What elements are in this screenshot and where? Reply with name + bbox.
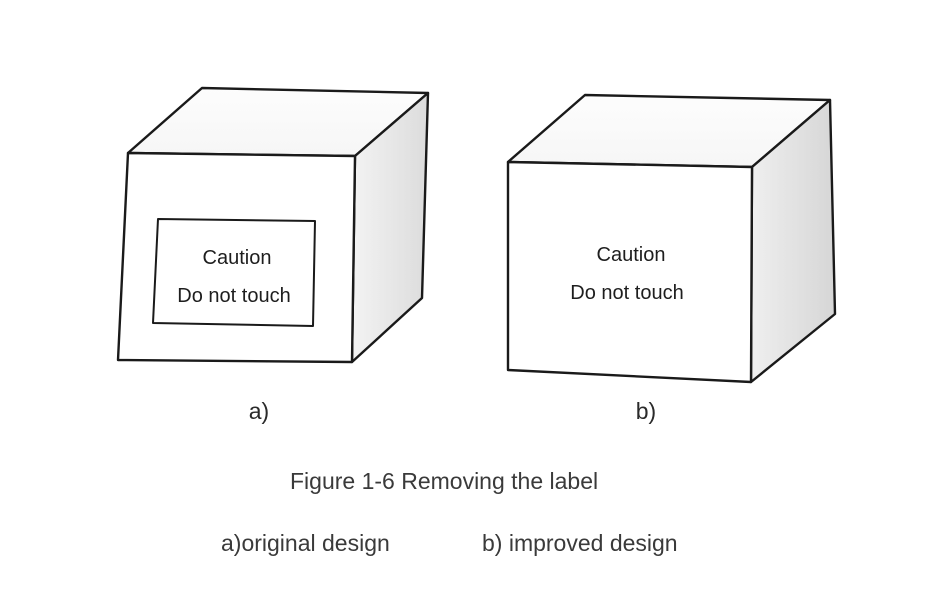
figure-title: Figure 1-6 Removing the label bbox=[290, 468, 599, 494]
cube-b-front-face bbox=[506, 160, 754, 384]
legend-original-design: a)original design bbox=[221, 530, 390, 556]
cube-a: Caution Do not touch a) bbox=[116, 86, 430, 424]
cube-b-label-line2: Do not touch bbox=[570, 282, 683, 304]
legend-improved-design: b) improved design bbox=[482, 530, 678, 556]
cube-b-sublabel: b) bbox=[636, 398, 656, 424]
cube-a-label-frame bbox=[152, 218, 316, 327]
cube-a-label-line2: Do not touch bbox=[177, 285, 290, 307]
cube-b: Caution Do not touch b) bbox=[506, 93, 837, 424]
cube-b-label-line1: Caution bbox=[597, 244, 666, 266]
cube-a-label-line1: Caution bbox=[203, 247, 272, 269]
cube-a-sublabel: a) bbox=[249, 398, 269, 424]
